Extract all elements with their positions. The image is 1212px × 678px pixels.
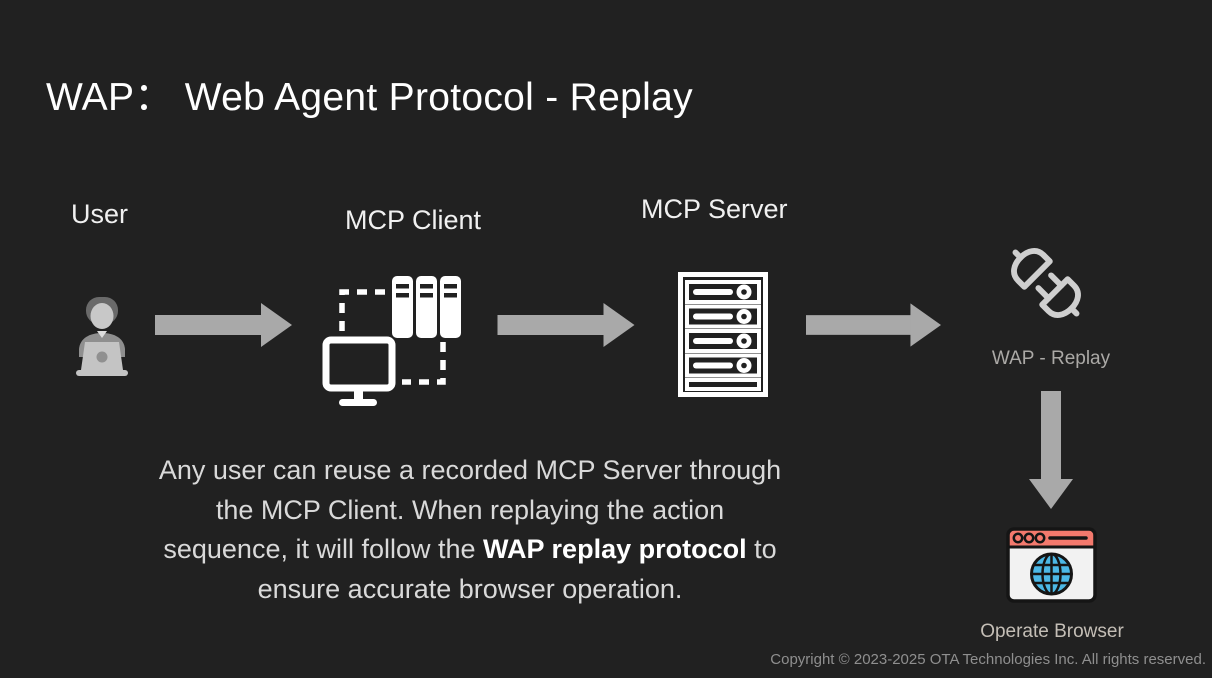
server-rack-icon xyxy=(678,272,768,397)
node-label-operate-browser: Operate Browser xyxy=(980,621,1124,642)
browser-globe-icon xyxy=(1006,527,1097,603)
description-paragraph: Any user can reuse a recorded MCP Server… xyxy=(100,451,840,609)
description-line: Any user can reuse a recorded MCP Server… xyxy=(158,455,782,485)
node-label-mcp-client: MCP Client xyxy=(345,205,482,235)
node-label-mcp-server: MCP Server xyxy=(641,194,788,224)
description-line: ensure accurate browser operation. xyxy=(257,573,683,604)
page-title: WAP： Web Agent Protocol - Replay xyxy=(46,76,693,119)
arrow-down-icon xyxy=(1029,391,1073,509)
client-monitor-servers-icon xyxy=(322,267,462,415)
arrow-right-icon xyxy=(155,303,292,347)
node-label-wap-replay: WAP - Replay xyxy=(991,348,1111,369)
person-laptop-icon xyxy=(73,297,131,377)
arrow-right-icon xyxy=(806,303,941,347)
node-label-user: User xyxy=(71,199,129,229)
description-line: sequence, it will follow the WAP replay … xyxy=(163,534,777,564)
arrow-right-icon xyxy=(497,303,635,347)
description-bold-text: WAP replay protocol xyxy=(483,534,747,564)
description-line: the MCP Client. When replaying the actio… xyxy=(215,494,725,525)
plug-disconnect-icon xyxy=(1000,238,1092,328)
copyright-notice: Copyright © 2023-2025 OTA Technologies I… xyxy=(770,651,1206,668)
